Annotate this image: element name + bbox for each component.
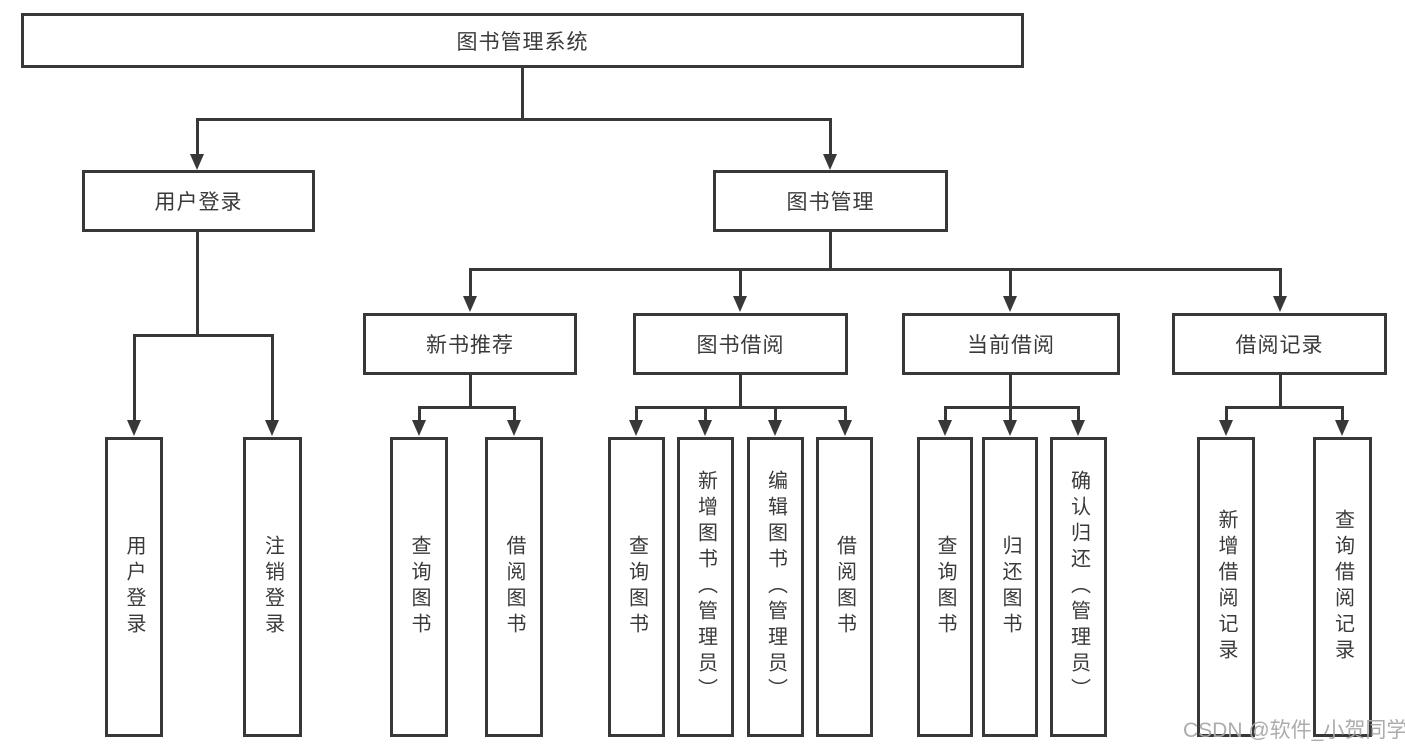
watermark-text: CSDN @软件_小贺同学 <box>1183 719 1405 742</box>
connector-user-login-drop <box>196 232 199 336</box>
arrow-down-icon <box>823 154 837 170</box>
node-leaf-edit-book-admin: 编辑图书（管理员） <box>747 437 804 737</box>
node-leaf-add-borrow-record: 新增借阅记录 <box>1197 437 1255 737</box>
connector-stub <box>774 406 777 421</box>
connector-book-mgmt-stub <box>829 118 832 154</box>
node-leaf-logout: 注销登录 <box>243 437 302 737</box>
connector-root-drop <box>521 68 524 121</box>
arrow-down-icon <box>1003 420 1017 436</box>
connector-stub <box>1009 406 1012 421</box>
connector-drop <box>739 375 742 409</box>
connector-stub <box>418 406 421 421</box>
node-leaf-borrow-books: 借阅图书 <box>816 437 873 737</box>
arrow-down-icon <box>733 296 747 312</box>
arrow-down-icon <box>127 420 141 436</box>
arrow-down-icon <box>698 420 712 436</box>
arrow-down-icon <box>1071 420 1085 436</box>
connector-stub <box>1279 268 1282 297</box>
connector-stub <box>513 406 516 421</box>
connector-stub <box>944 406 947 421</box>
connector-stub <box>739 268 742 297</box>
node-leaf-confirm-return-admin: 确认归还（管理员） <box>1050 437 1107 737</box>
connector-branch <box>635 406 847 409</box>
arrow-down-icon <box>265 420 279 436</box>
connector-stub <box>704 406 707 421</box>
arrow-down-icon <box>190 154 204 170</box>
connector-user-login-stub <box>196 118 199 154</box>
connector-stub <box>635 406 638 421</box>
connector-stub <box>1341 406 1344 421</box>
arrow-down-icon <box>1003 296 1017 312</box>
node-leaf-user-login: 用户登录 <box>105 437 163 737</box>
node-user-login: 用户登录 <box>82 170 315 232</box>
node-book-borrowing: 图书借阅 <box>633 313 848 375</box>
arrow-down-icon <box>629 420 643 436</box>
node-leaf-query-borrow-record: 查询借阅记录 <box>1313 437 1372 737</box>
connector-book-mgmt-branch <box>469 268 1282 271</box>
node-leaf-query-books: 查询图书 <box>608 437 665 737</box>
connector-branch <box>418 406 516 409</box>
arrow-down-icon <box>1273 296 1287 312</box>
arrow-down-icon <box>507 420 521 436</box>
connector-drop <box>1279 374 1282 409</box>
node-library-management-system: 图书管理系统 <box>21 13 1024 68</box>
connector-branch <box>1225 406 1344 409</box>
connector-stub <box>469 268 472 297</box>
arrow-down-icon <box>412 420 426 436</box>
arrow-down-icon <box>768 420 782 436</box>
node-leaf-query-books: 查询图书 <box>390 437 448 737</box>
connector-user-login-branch <box>133 334 274 337</box>
connector-drop <box>1009 374 1012 409</box>
node-leaf-return-book: 归还图书 <box>982 437 1038 737</box>
node-current-borrowing: 当前借阅 <box>902 313 1120 375</box>
connector-stub <box>133 334 136 420</box>
connector-stub <box>844 406 847 421</box>
connector-stub <box>1077 406 1080 421</box>
connector-stub <box>1225 406 1228 421</box>
arrow-down-icon <box>1335 420 1349 436</box>
connector-book-mgmt-drop <box>829 232 832 270</box>
node-leaf-borrow-books: 借阅图书 <box>485 437 543 737</box>
node-book-management: 图书管理 <box>713 170 948 232</box>
node-leaf-add-book-admin: 新增图书（管理员） <box>677 437 734 737</box>
arrow-down-icon <box>838 420 852 436</box>
arrow-down-icon <box>1219 420 1233 436</box>
connector-root-branch <box>196 118 832 121</box>
node-borrowing-records: 借阅记录 <box>1172 313 1387 375</box>
node-leaf-query-books: 查询图书 <box>917 437 973 737</box>
connector-stub <box>1009 268 1012 297</box>
connector-stub <box>271 334 274 420</box>
arrow-down-icon <box>938 420 952 436</box>
connector-branch <box>944 406 1080 409</box>
node-new-book-recommend: 新书推荐 <box>363 313 577 375</box>
connector-drop <box>469 375 472 409</box>
arrow-down-icon <box>463 296 477 312</box>
